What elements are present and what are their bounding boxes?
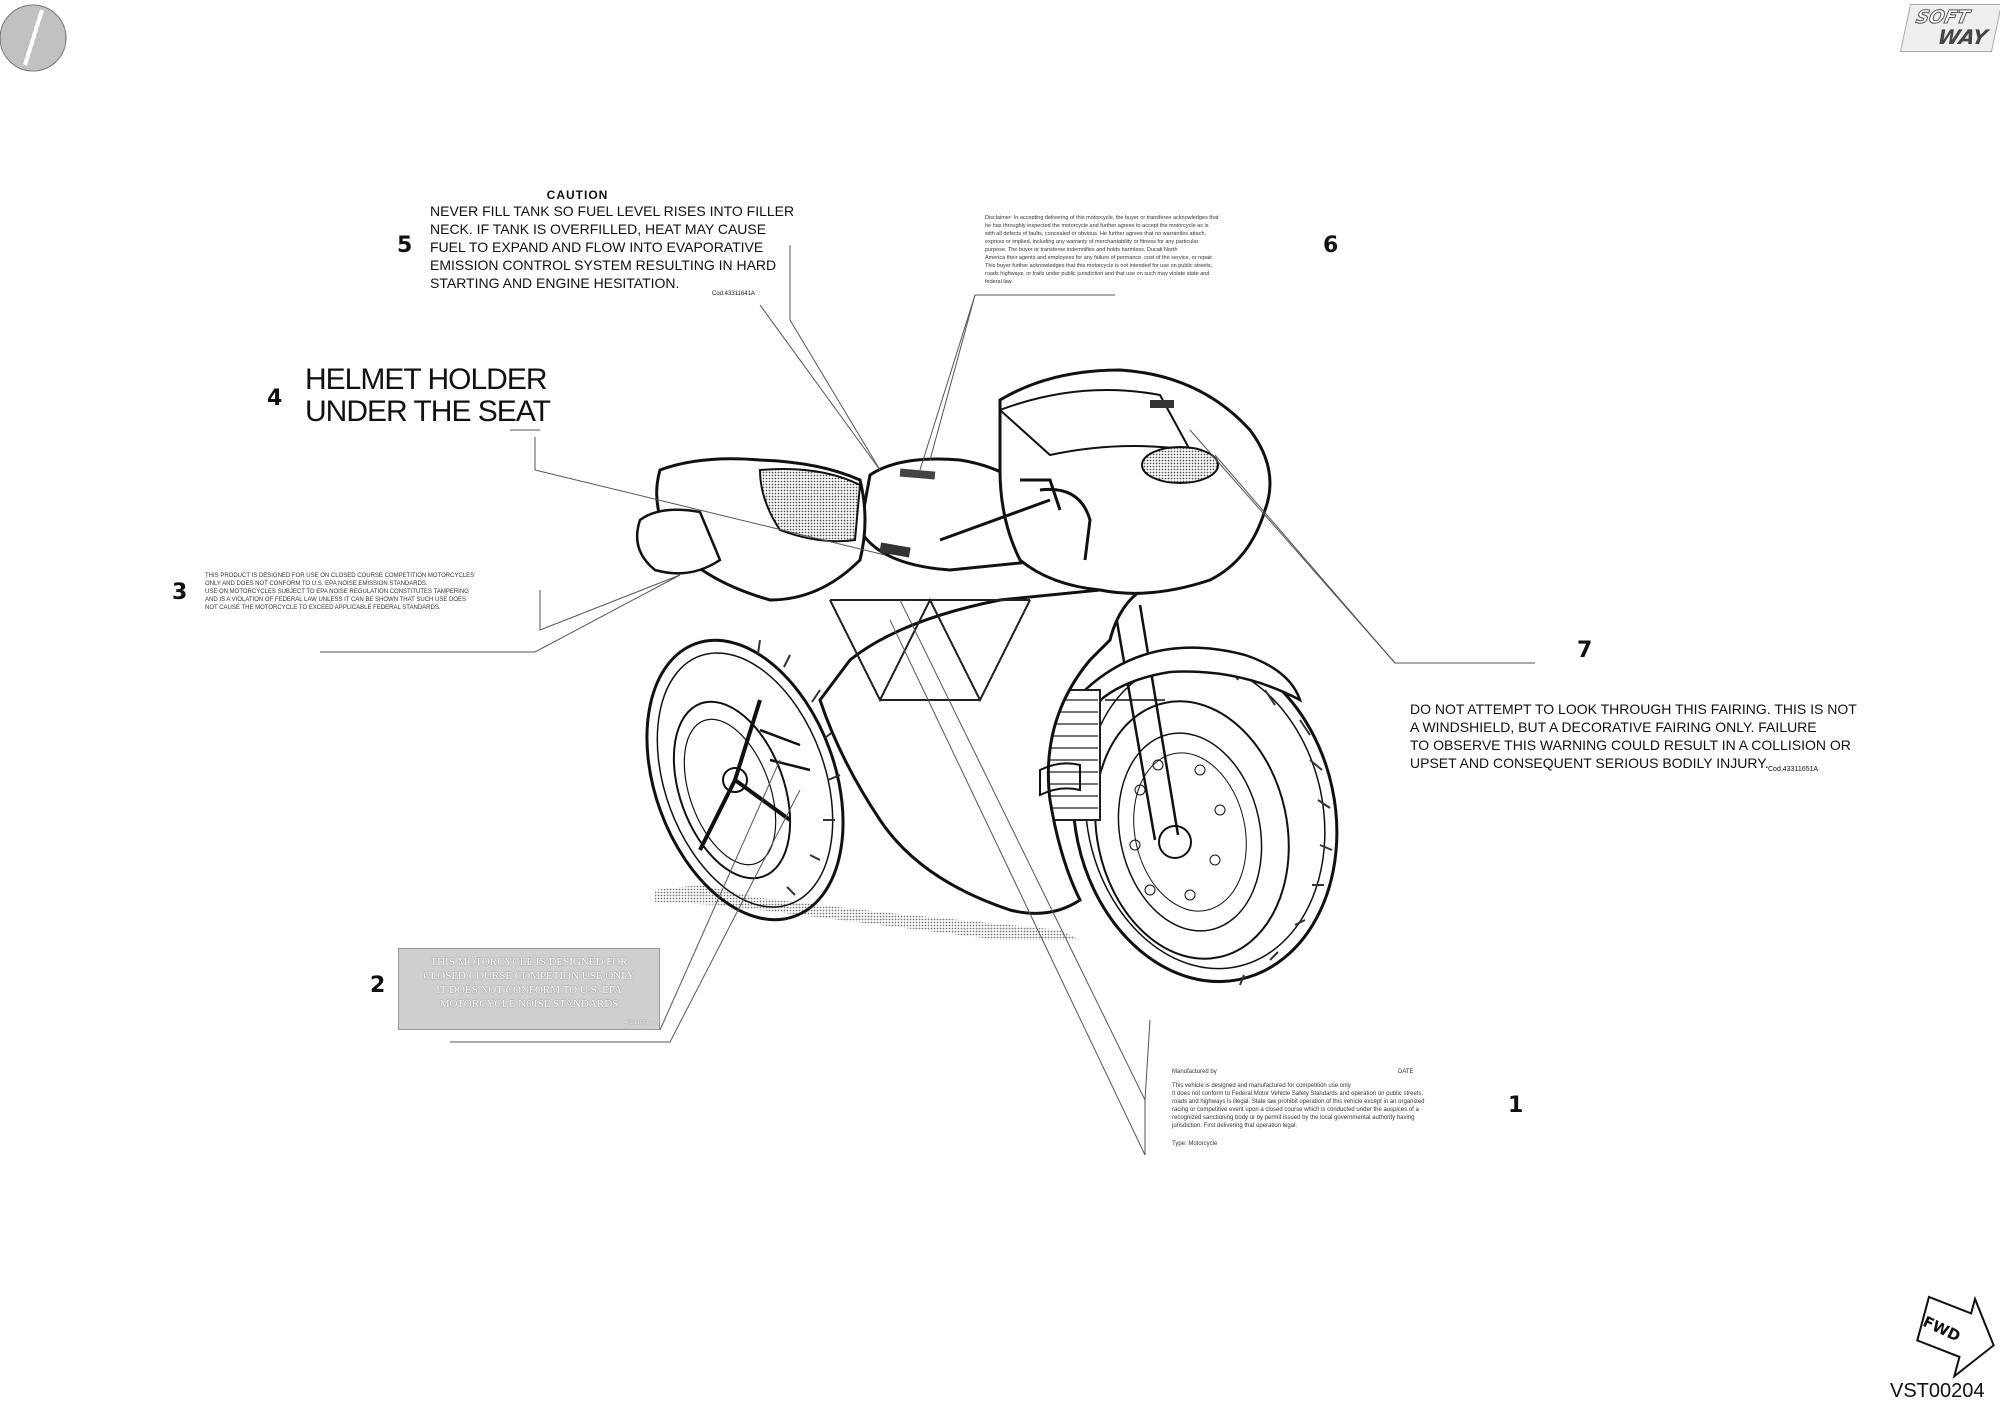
exhaust-line-5: NOT CAUSE THE MOTORCYCLE TO EXCEED APPLI… xyxy=(205,605,441,611)
decal-6-disclaimer: Disclaimer: In accepting delivering of t… xyxy=(985,214,1295,286)
caution-line-3: FUEL TO EXPAND AND FLOW INTO EVAPORATIVE xyxy=(430,239,764,255)
competition-code: 43311671A xyxy=(624,1020,653,1026)
leader-lines xyxy=(320,245,1535,1156)
footpeg xyxy=(759,728,811,772)
certification-line-6: jurisdiction. First delivering that oper… xyxy=(1172,1123,1298,1129)
logo-line-2: WAY xyxy=(1935,25,1990,49)
certification-line-4: racing or competitive event upon a close… xyxy=(1172,1107,1419,1113)
date-field: DATE xyxy=(1398,1069,1414,1075)
softway-logo: SOFT WAY xyxy=(1899,4,2000,52)
fwd-arrow-icon xyxy=(1916,1295,1995,1379)
ground-shadow xyxy=(655,885,1080,940)
disclaimer-line-8: roads highways, or trails under public j… xyxy=(985,271,1210,277)
callout-number-7: 7 xyxy=(1577,638,1593,663)
callout-number-1: 1 xyxy=(1508,1093,1524,1118)
front-fender xyxy=(1083,646,1303,707)
fairing-line-3: TO OBSERVE THIS WARNING COULD RESULT IN … xyxy=(1410,737,1851,753)
caution-line-5: STARTING AND ENGINE HESITATION. xyxy=(430,275,680,291)
lower-fairing xyxy=(818,583,1151,915)
manufactured-by: Manufactured by xyxy=(1172,1069,1217,1075)
exhaust-line-3: USE ON MOTORCYCLES SUBJECT TO EPA NOISE … xyxy=(205,589,469,595)
label-patch-4 xyxy=(879,542,911,558)
decal-1-manufacturer-certification: Manufactured by DATE This vehicle is des… xyxy=(1172,1068,1492,1148)
frame xyxy=(829,597,1031,703)
fairing-line-4: UPSET AND CONSEQUENT SERIOUS BODILY INJU… xyxy=(1410,755,1769,771)
headlight xyxy=(1141,446,1219,484)
caution-line-2: NECK. IF TANK IS OVERFILLED, HEAT MAY CA… xyxy=(430,221,767,237)
disclaimer-line-4: express or implied, including any warran… xyxy=(985,239,1199,245)
competition-line-3: IT DOES NOT CONFORM TO U.S. EPA xyxy=(436,984,622,996)
fairing-badge xyxy=(1150,400,1174,408)
disclaimer-line-2: he has throughly inspected the motorcycl… xyxy=(985,223,1209,229)
disclaimer-line-9: federal law. xyxy=(985,279,1013,285)
disclaimer-line-7: This buyer further acknowledges that thi… xyxy=(985,263,1213,269)
callout-number-4: 4 xyxy=(267,386,283,411)
callout-number-5: 5 xyxy=(397,233,413,258)
document-code: VST00204 xyxy=(1890,1380,1985,1402)
callout-number-6: 6 xyxy=(1323,233,1339,258)
label-patch-tank xyxy=(899,468,936,480)
decal-5-fuel-caution: CAUTION NEVER FILL TANK SO FUEL LEVEL RI… xyxy=(430,188,795,297)
certification-line-2: It does not conform to Federal Motor Veh… xyxy=(1172,1091,1424,1097)
decal-7-fairing-warning: DO NOT ATTEMPT TO LOOK THROUGH THIS FAIR… xyxy=(1410,700,1857,773)
rear-tyre-tread xyxy=(757,639,841,896)
caution-line-4: EMISSION CONTROL SYSTEM RESULTING IN HAR… xyxy=(430,257,777,273)
fairing-line-2: A WINDSHIELD, BUT A DECORATIVE FAIRING O… xyxy=(1410,719,1817,735)
front-fork xyxy=(1105,604,1180,841)
exhaust-line-4: AND IS A VIOLATION OF FEDERAL LAW UNLESS… xyxy=(205,597,467,603)
vehicle-type: Type: Motorcycle xyxy=(1172,1141,1218,1147)
disclaimer-line-3: with all defects of faults, concealed or… xyxy=(985,231,1207,237)
caution-line-1: NEVER FILL TANK SO FUEL LEVEL RISES INTO… xyxy=(430,203,795,219)
exhaust-line-1: THIS PRODUCT IS DESIGNED FOR USE ON CLOS… xyxy=(205,573,475,579)
certification-line-5: recognized sanctioning body or by permit… xyxy=(1172,1115,1415,1121)
handlebar xyxy=(939,478,1092,561)
competition-line-4: MOTORCYCLE NOISE STANDARDS xyxy=(439,998,619,1010)
fairing-line-1: DO NOT ATTEMPT TO LOOK THROUGH THIS FAIR… xyxy=(1410,701,1857,717)
helmet-line-2: UNDER THE SEAT xyxy=(305,395,551,428)
caution-code: Cod.43311641A xyxy=(712,291,755,297)
competition-line-1: THIS MOTORCYCLE IS DESIGNED FOR xyxy=(430,956,628,968)
certification-line-1: This vehicle is designed and manufacture… xyxy=(1172,1083,1351,1089)
fairing-vent xyxy=(1039,762,1081,797)
callout-number-3: 3 xyxy=(172,580,188,605)
seat xyxy=(758,468,862,543)
disclaimer-line-6: America their agents and employees for a… xyxy=(985,255,1214,261)
decal-4-helmet-holder: HELMET HOLDER UNDER THE SEAT xyxy=(305,363,551,428)
front-tyre-tread xyxy=(1229,664,1333,986)
disclaimer-line-1: Disclaimer: In accepting delivering of t… xyxy=(985,215,1219,221)
exhaust xyxy=(635,508,722,575)
fairing-code: Cod.43311651A xyxy=(1768,766,1819,773)
decal-2-competition-label: THIS MOTORCYCLE IS DESIGNED FOR CLOSED C… xyxy=(398,948,660,1030)
callout-number-2: 2 xyxy=(370,973,386,998)
disclaimer-line-5: purpose. The buyer or transferee indemni… xyxy=(985,247,1178,253)
windscreen xyxy=(998,389,1192,457)
competition-line-2: CLOSED COURSE COMPETION USE ONLY xyxy=(423,970,635,982)
helmet-line-1: HELMET HOLDER xyxy=(305,363,548,396)
exhaust-line-2: ONLY AND DOES NOT CONFORM TO U.S. EPA NO… xyxy=(205,581,428,587)
certification-line-3: roads and highways is illegal. State law… xyxy=(1172,1099,1425,1105)
decal-3-exhaust-epa: THIS PRODUCT IS DESIGNED FOR USE ON CLOS… xyxy=(205,572,515,612)
caution-title: CAUTION xyxy=(546,188,609,202)
